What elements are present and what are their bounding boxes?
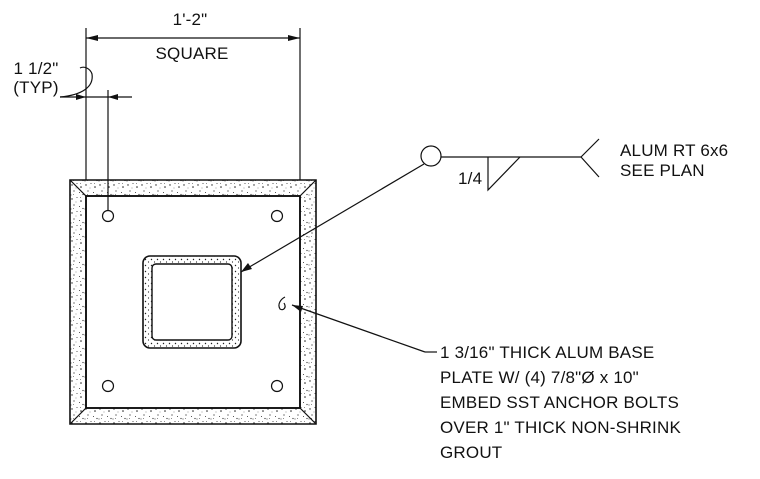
- member-line2: SEE PLAN: [620, 161, 705, 180]
- note-line-3: EMBED SST ANCHOR BOLTS: [440, 393, 679, 412]
- base-plate: [85, 195, 301, 409]
- note-line-4: OVER 1" THICK NON-SHRINK: [440, 418, 681, 437]
- edge-dimension: 1 1/2" (TYP): [13, 59, 132, 210]
- anchor-bolt: [101, 379, 115, 393]
- member-line1: ALUM RT 6x6: [620, 141, 728, 160]
- plate-note: 1 3/16" THICK ALUM BASE PLATE W/ (4) 7/8…: [440, 343, 681, 462]
- note-line-2: PLATE W/ (4) 7/8"Ø x 10": [440, 368, 639, 387]
- anchor-bolt: [270, 209, 284, 223]
- weld-symbol: 1/4 ALUM RT 6x6 SEE PLAN: [240, 138, 728, 273]
- width-sub: SQUARE: [156, 44, 229, 63]
- square-tube: [142, 255, 242, 349]
- plate-note-leader: [278, 296, 437, 353]
- width-dimension: 1'-2" SQUARE: [85, 10, 301, 180]
- weld-size: 1/4: [458, 169, 482, 188]
- note-line-1: 1 3/16" THICK ALUM BASE: [440, 343, 654, 362]
- anchor-bolt: [101, 209, 115, 223]
- anchor-bolts: [101, 209, 284, 393]
- width-text: 1'-2": [173, 10, 208, 29]
- edge-text: 1 1/2": [13, 59, 58, 78]
- weld-all-around-icon: [420, 145, 442, 167]
- note-line-5: GROUT: [440, 443, 502, 462]
- anchor-bolt: [270, 379, 284, 393]
- edge-sub: (TYP): [13, 78, 58, 97]
